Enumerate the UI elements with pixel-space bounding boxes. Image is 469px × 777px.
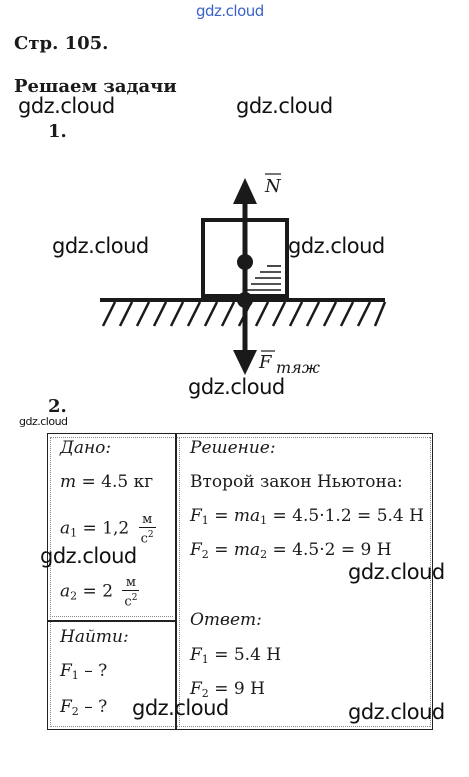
watermark: gdz.cloud: [40, 544, 137, 568]
page-title: Стр. 105.: [14, 33, 109, 54]
watermark: gdz.cloud: [52, 234, 149, 258]
task-2-number: 2.: [48, 396, 67, 417]
force-diagram: N F тяж: [100, 173, 387, 377]
watermark-top: gdz.cloud: [196, 2, 264, 20]
equation-1: F1 = ma1 = 4.5·1.2 = 5.4 Н: [190, 506, 424, 527]
given-title: Дано:: [60, 438, 112, 458]
find-title: Найти:: [60, 627, 129, 647]
normal-force-label: N: [264, 176, 282, 197]
section-title: Решаем задачи: [14, 76, 177, 97]
watermark: gdz.cloud: [348, 560, 445, 584]
answer-title: Ответ:: [190, 610, 262, 630]
watermark: gdz.cloud: [348, 700, 445, 724]
newton-law-text: Второй закон Ньютона:: [190, 472, 403, 492]
watermark-small: gdz.cloud: [19, 415, 68, 428]
task-1-number: 1.: [48, 121, 67, 142]
watermark: gdz.cloud: [132, 696, 229, 720]
given-mass: m = 4.5 кг: [60, 472, 154, 492]
gravity-force-label-f: F: [258, 352, 273, 373]
solution-table: [47, 433, 433, 730]
watermark: gdz.cloud: [288, 234, 385, 258]
equation-2: F2 = ma2 = 4.5·2 = 9 Н: [190, 540, 392, 561]
answer-f2: F2 = 9 Н: [190, 679, 265, 700]
gravity-force-arrowhead: [233, 350, 257, 375]
find-f1: F1 – ?: [60, 661, 108, 682]
watermark: gdz.cloud: [236, 94, 333, 118]
contact-point-dot: [237, 292, 253, 308]
normal-force-arrowhead: [233, 178, 257, 204]
solution-title: Решение:: [190, 438, 276, 458]
gravity-force-label-sub: тяж: [276, 358, 321, 377]
find-f2: F2 – ?: [60, 697, 108, 718]
answer-f1: F1 = 5.4 Н: [190, 645, 282, 666]
watermark: gdz.cloud: [18, 94, 115, 118]
center-of-mass-dot: [237, 254, 253, 270]
watermark: gdz.cloud: [188, 375, 285, 399]
